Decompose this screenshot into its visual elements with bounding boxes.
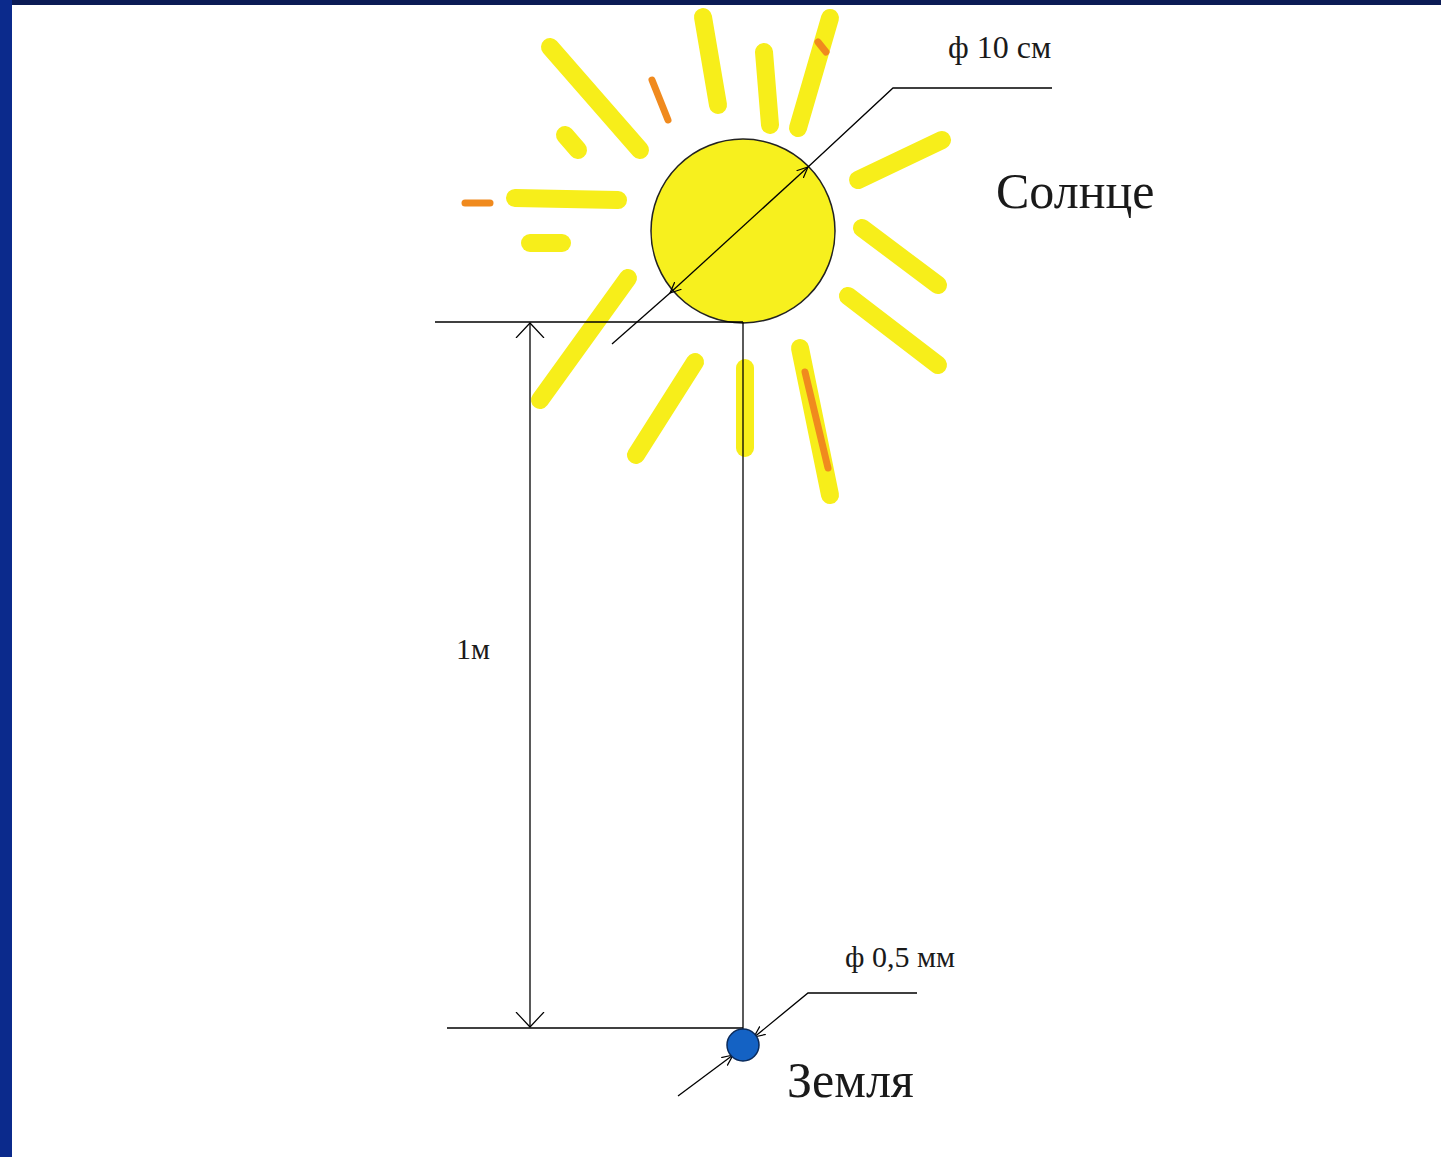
frame-top [0, 0, 1441, 5]
frame-left [0, 0, 12, 1157]
earth-disc [727, 1029, 759, 1061]
body-label: Солнце [996, 164, 1154, 219]
sun-disc [651, 139, 835, 323]
body-label: Земля [787, 1053, 914, 1108]
dimension-lines [435, 88, 1052, 1096]
sun-rays [515, 17, 942, 495]
dimension-label: ф 10 см [948, 30, 1051, 65]
dimension-label: ф 0,5 мм [845, 940, 955, 973]
dimension-label: 1м [456, 632, 490, 665]
